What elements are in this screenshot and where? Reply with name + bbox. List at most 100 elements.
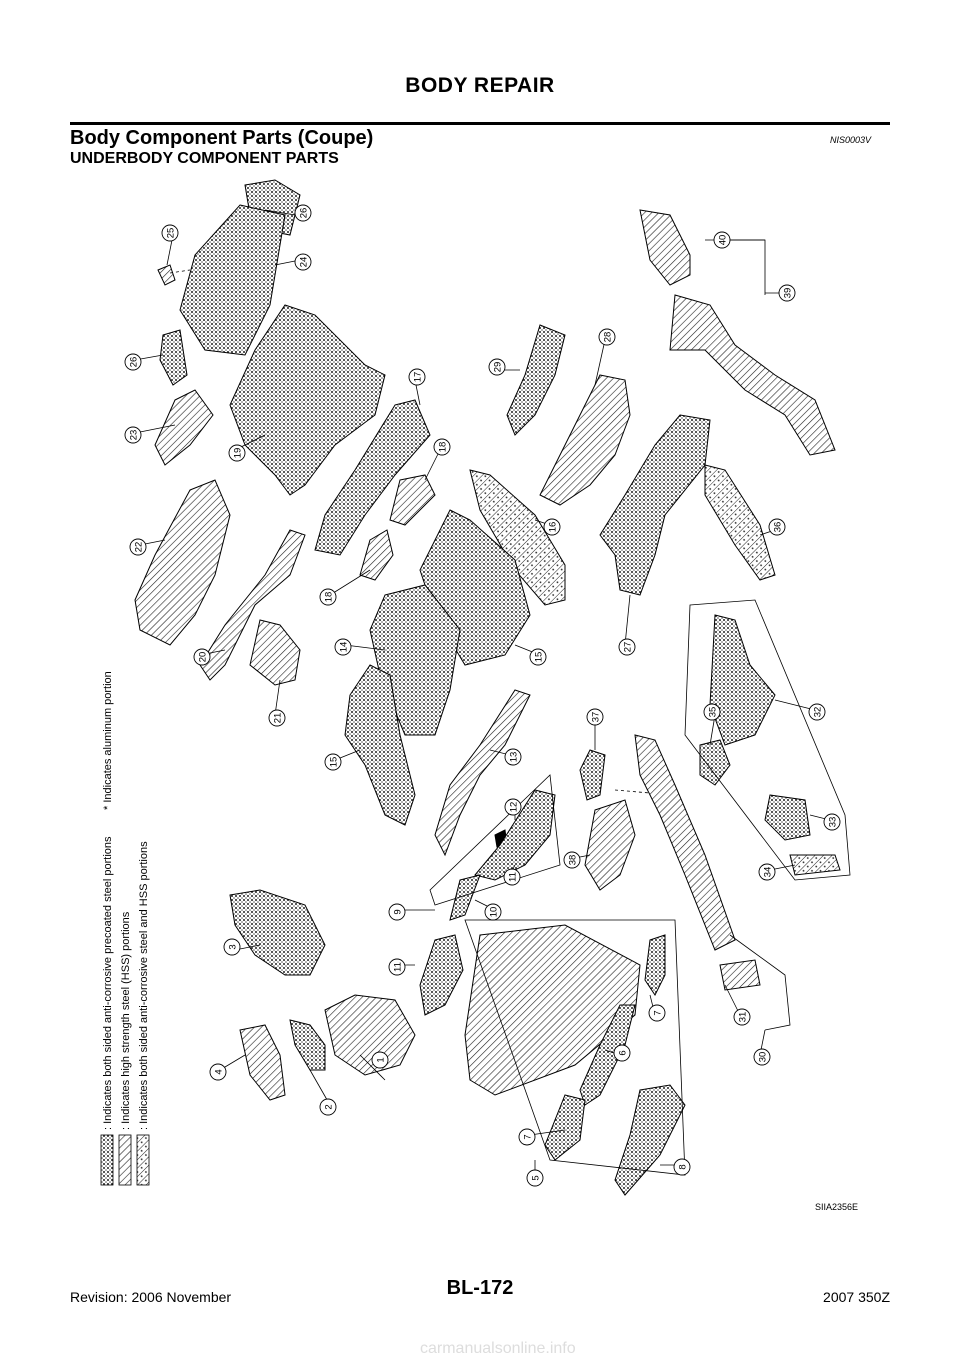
page-footer-model: 2007 350Z: [823, 1289, 890, 1305]
part-11-lower: [419, 934, 464, 1016]
section-title: Body Component Parts (Coupe): [70, 127, 374, 149]
callout-number: 10: [489, 907, 500, 918]
callout-circle: [503, 868, 521, 886]
callout-number: 6: [618, 1050, 629, 1055]
callout-number: 34: [763, 867, 774, 878]
legend-item-hss-precoated: : Indicates both sided anti-corrosive st…: [138, 841, 150, 1130]
callout-circle: [294, 253, 312, 271]
callout-circle: [268, 709, 286, 727]
underbody-parts-diagram: : Indicates both sided anti-corrosive pr…: [95, 175, 885, 1240]
callout-circle: [703, 703, 721, 721]
subsection-title: UNDERBODY COMPONENT PARTS: [70, 150, 339, 167]
callout-circle: [823, 813, 841, 831]
page-footer-revision: Revision: 2006 November: [70, 1289, 232, 1305]
callout-circle: [433, 438, 451, 456]
page-number: BL-172: [446, 1277, 514, 1299]
callout-circle: [673, 1158, 691, 1176]
callout-number: 26: [129, 357, 140, 368]
callout-circle: [526, 1169, 544, 1187]
callout-number: 39: [783, 288, 794, 299]
callout-number: 24: [299, 257, 310, 268]
callout-circle: [713, 231, 731, 249]
part-17: [314, 399, 431, 556]
callout-number: 8: [678, 1164, 689, 1169]
callout-circle: [504, 798, 522, 816]
callout-circle: [408, 368, 426, 386]
callout-circle: [129, 538, 147, 556]
callout-circle: [598, 328, 616, 346]
callout-number: 28: [603, 332, 614, 343]
part-32: [709, 614, 776, 746]
part-18-lower: [359, 529, 394, 581]
part-30: [634, 734, 736, 951]
part-1: [324, 994, 416, 1076]
part-20: [199, 529, 306, 681]
legend-swatch-hss-precoated: [136, 1134, 150, 1186]
part-36: [704, 464, 776, 581]
callout-circle: [758, 863, 776, 881]
callout-number: 12: [509, 802, 520, 813]
callout-number: 23: [129, 430, 140, 441]
callout-circle: [228, 444, 246, 462]
callout-number: 17: [413, 372, 424, 383]
part-7-upper: [644, 934, 666, 996]
callout-number: 7: [653, 1010, 664, 1015]
part-38: [584, 799, 636, 891]
part-4: [239, 1024, 286, 1101]
callout-number: 1: [376, 1057, 387, 1062]
callout-number: 36: [773, 522, 784, 533]
callout-number: 20: [198, 652, 209, 663]
group-brackets: [169, 239, 851, 1176]
legend-swatch-precoated: [100, 1134, 114, 1186]
part-34: [789, 854, 841, 876]
part-7-lower: [544, 1094, 586, 1161]
callout-circle: [334, 638, 352, 656]
part-6: [579, 1004, 636, 1106]
section-code: NIS0003V: [830, 135, 872, 145]
callout-circle: [543, 518, 561, 536]
part-19: [229, 304, 386, 496]
callout-circle: [488, 358, 506, 376]
part-5: [464, 924, 641, 1096]
callout-circle: [371, 1051, 389, 1069]
legend-aluminum-note: * Indicates aluminum portion: [102, 671, 114, 810]
callout-circle: [319, 588, 337, 606]
legend-item-precoated: : Indicates both sided anti-corrosive pr…: [102, 836, 114, 1130]
callout-circle: [324, 753, 342, 771]
callout-circle: [778, 284, 796, 302]
part-37: [579, 749, 606, 801]
callout-circle: [563, 851, 581, 869]
callout-number: 35: [708, 707, 719, 718]
callout-number: 31: [738, 1012, 749, 1023]
callout-circle: [808, 703, 826, 721]
callout-circle: [388, 903, 406, 921]
callout-circle: [223, 938, 241, 956]
callout-number: 38: [568, 855, 579, 866]
callout-circle: [484, 903, 502, 921]
callout-number: 29: [493, 362, 504, 373]
callout-circle: [193, 648, 211, 666]
part-10: [449, 874, 481, 921]
callout-number: 11: [508, 872, 519, 882]
callout-circle: [733, 1008, 751, 1026]
callout-number: 13: [509, 752, 520, 763]
callout-number: 14: [339, 642, 350, 653]
callout-number: 9: [393, 909, 404, 914]
part-25: [157, 264, 176, 286]
callout-circle: [753, 1048, 771, 1066]
bracket-30-31: [729, 934, 791, 1031]
legend-item-hss: : Indicates high strength steel (HSS) po…: [120, 911, 132, 1130]
callout-number: 18: [324, 592, 335, 603]
part-22: [134, 479, 231, 646]
legend-swatches: [100, 1134, 150, 1186]
callout-number: 15: [534, 652, 545, 663]
callout-circle: [648, 1004, 666, 1022]
bracket-32-35: [684, 599, 851, 881]
part-27: [599, 414, 711, 596]
part-39: [669, 294, 836, 456]
part-28: [539, 374, 631, 506]
callout-number: 30: [758, 1052, 769, 1063]
legend-swatch-hss: [118, 1134, 132, 1186]
dashed-link-38: [614, 789, 651, 794]
